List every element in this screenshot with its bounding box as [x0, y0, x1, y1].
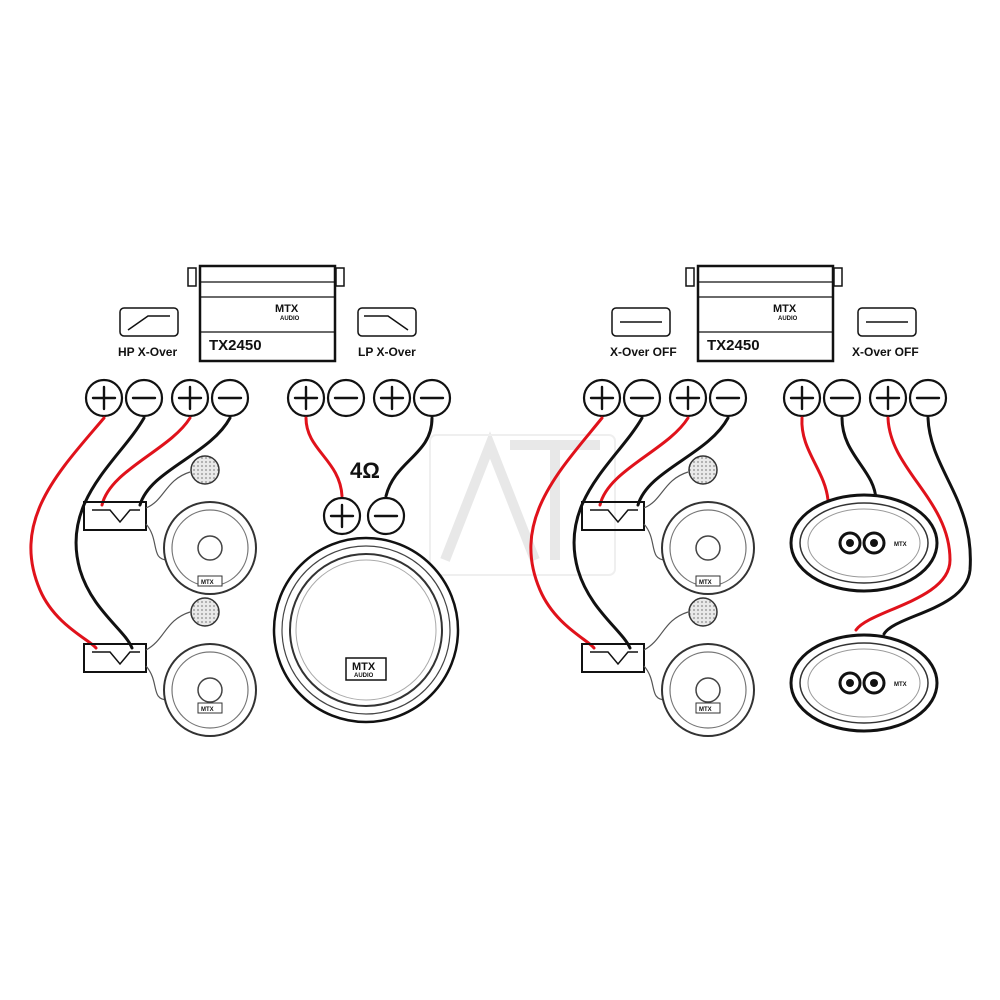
right-ch4-plus-terminal: [868, 378, 908, 418]
left-woofer-upper: MTX: [163, 501, 257, 595]
left-tweeter-upper: [190, 455, 220, 485]
right-component-wires: [529, 416, 730, 650]
svg-text:MTX: MTX: [894, 682, 907, 688]
watermark: [429, 431, 616, 576]
left-ch1-minus-terminal: [124, 378, 164, 418]
right-front-xover-icon: [611, 307, 671, 337]
right-amp-brand: MTX: [773, 303, 797, 315]
left-amp-model: TX2450: [209, 337, 262, 354]
right-ch1-plus-terminal: [582, 378, 622, 418]
left-hp-xover-label: HP X-Over: [118, 345, 177, 359]
right-coaxial-speaker-upper: MTX: [789, 493, 939, 593]
right-ch1-minus-terminal: [622, 378, 662, 418]
left-hp-xover-icon: [119, 307, 179, 337]
svg-text:MTX: MTX: [699, 707, 712, 713]
left-ch3-minus-terminal: [326, 378, 366, 418]
right-woofer-lower: MTX: [661, 643, 755, 737]
right-coaxial-speaker-lower: MTX: [789, 633, 939, 733]
right-terminals: [582, 378, 948, 418]
left-ch1-plus-terminal: [84, 378, 124, 418]
right-crossover-box-lower: [581, 611, 689, 701]
right-rear-xover-label: X-Over OFF: [852, 345, 919, 359]
right-rear-xover-icon: [857, 307, 917, 337]
right-front-xover-label: X-Over OFF: [610, 345, 677, 359]
left-ch2-minus-terminal: [210, 378, 250, 418]
left-ch3-plus-terminal: [286, 378, 326, 418]
svg-text:MTX: MTX: [699, 580, 712, 586]
left-ch2-plus-terminal: [170, 378, 210, 418]
left-system: MTX AUDIO TX2450 HP X-Over LP X-Over: [29, 264, 460, 737]
right-coax-wires: [800, 416, 972, 636]
left-amp-brand: MTX: [275, 303, 299, 315]
right-ch3-plus-terminal: [782, 378, 822, 418]
svg-text:AUDIO: AUDIO: [354, 673, 374, 679]
left-crossover-box-upper: [83, 471, 191, 561]
left-ch4-minus-terminal: [412, 378, 452, 418]
right-amp-brand-sub: AUDIO: [778, 316, 798, 322]
left-amplifier: MTX AUDIO TX2450: [187, 264, 345, 363]
left-sub-impedance: 4Ω: [350, 458, 380, 483]
right-amplifier: MTX AUDIO TX2450: [685, 264, 843, 363]
svg-text:MTX: MTX: [201, 580, 214, 586]
left-tweeter-lower: [190, 597, 220, 627]
left-ch4-plus-terminal: [372, 378, 412, 418]
left-subwoofer: MTX AUDIO: [272, 536, 460, 724]
right-ch2-minus-terminal: [708, 378, 748, 418]
left-amp-brand-sub: AUDIO: [280, 316, 300, 322]
left-terminals: [84, 378, 452, 418]
svg-text:MTX: MTX: [201, 707, 214, 713]
left-sub-minus-terminal: [366, 496, 406, 536]
left-sub-plus-terminal: [322, 496, 362, 536]
svg-text:MTX: MTX: [352, 661, 376, 673]
left-sub-wires: [304, 416, 434, 498]
left-component-wires: [29, 416, 232, 650]
right-tweeter-upper: [688, 455, 718, 485]
left-lp-xover-label: LP X-Over: [358, 345, 416, 359]
svg-text:MTX: MTX: [894, 542, 907, 548]
right-woofer-upper: MTX: [661, 501, 755, 595]
right-ch3-minus-terminal: [822, 378, 862, 418]
right-ch2-plus-terminal: [668, 378, 708, 418]
right-amp-model: TX2450: [707, 337, 760, 354]
right-system: MTX AUDIO TX2450 X-Over OFF X-Over OFF: [529, 264, 972, 737]
left-lp-xover-icon: [357, 307, 417, 337]
right-ch4-minus-terminal: [908, 378, 948, 418]
right-tweeter-lower: [688, 597, 718, 627]
left-woofer-lower: MTX: [163, 643, 257, 737]
right-crossover-box-upper: [581, 471, 689, 561]
